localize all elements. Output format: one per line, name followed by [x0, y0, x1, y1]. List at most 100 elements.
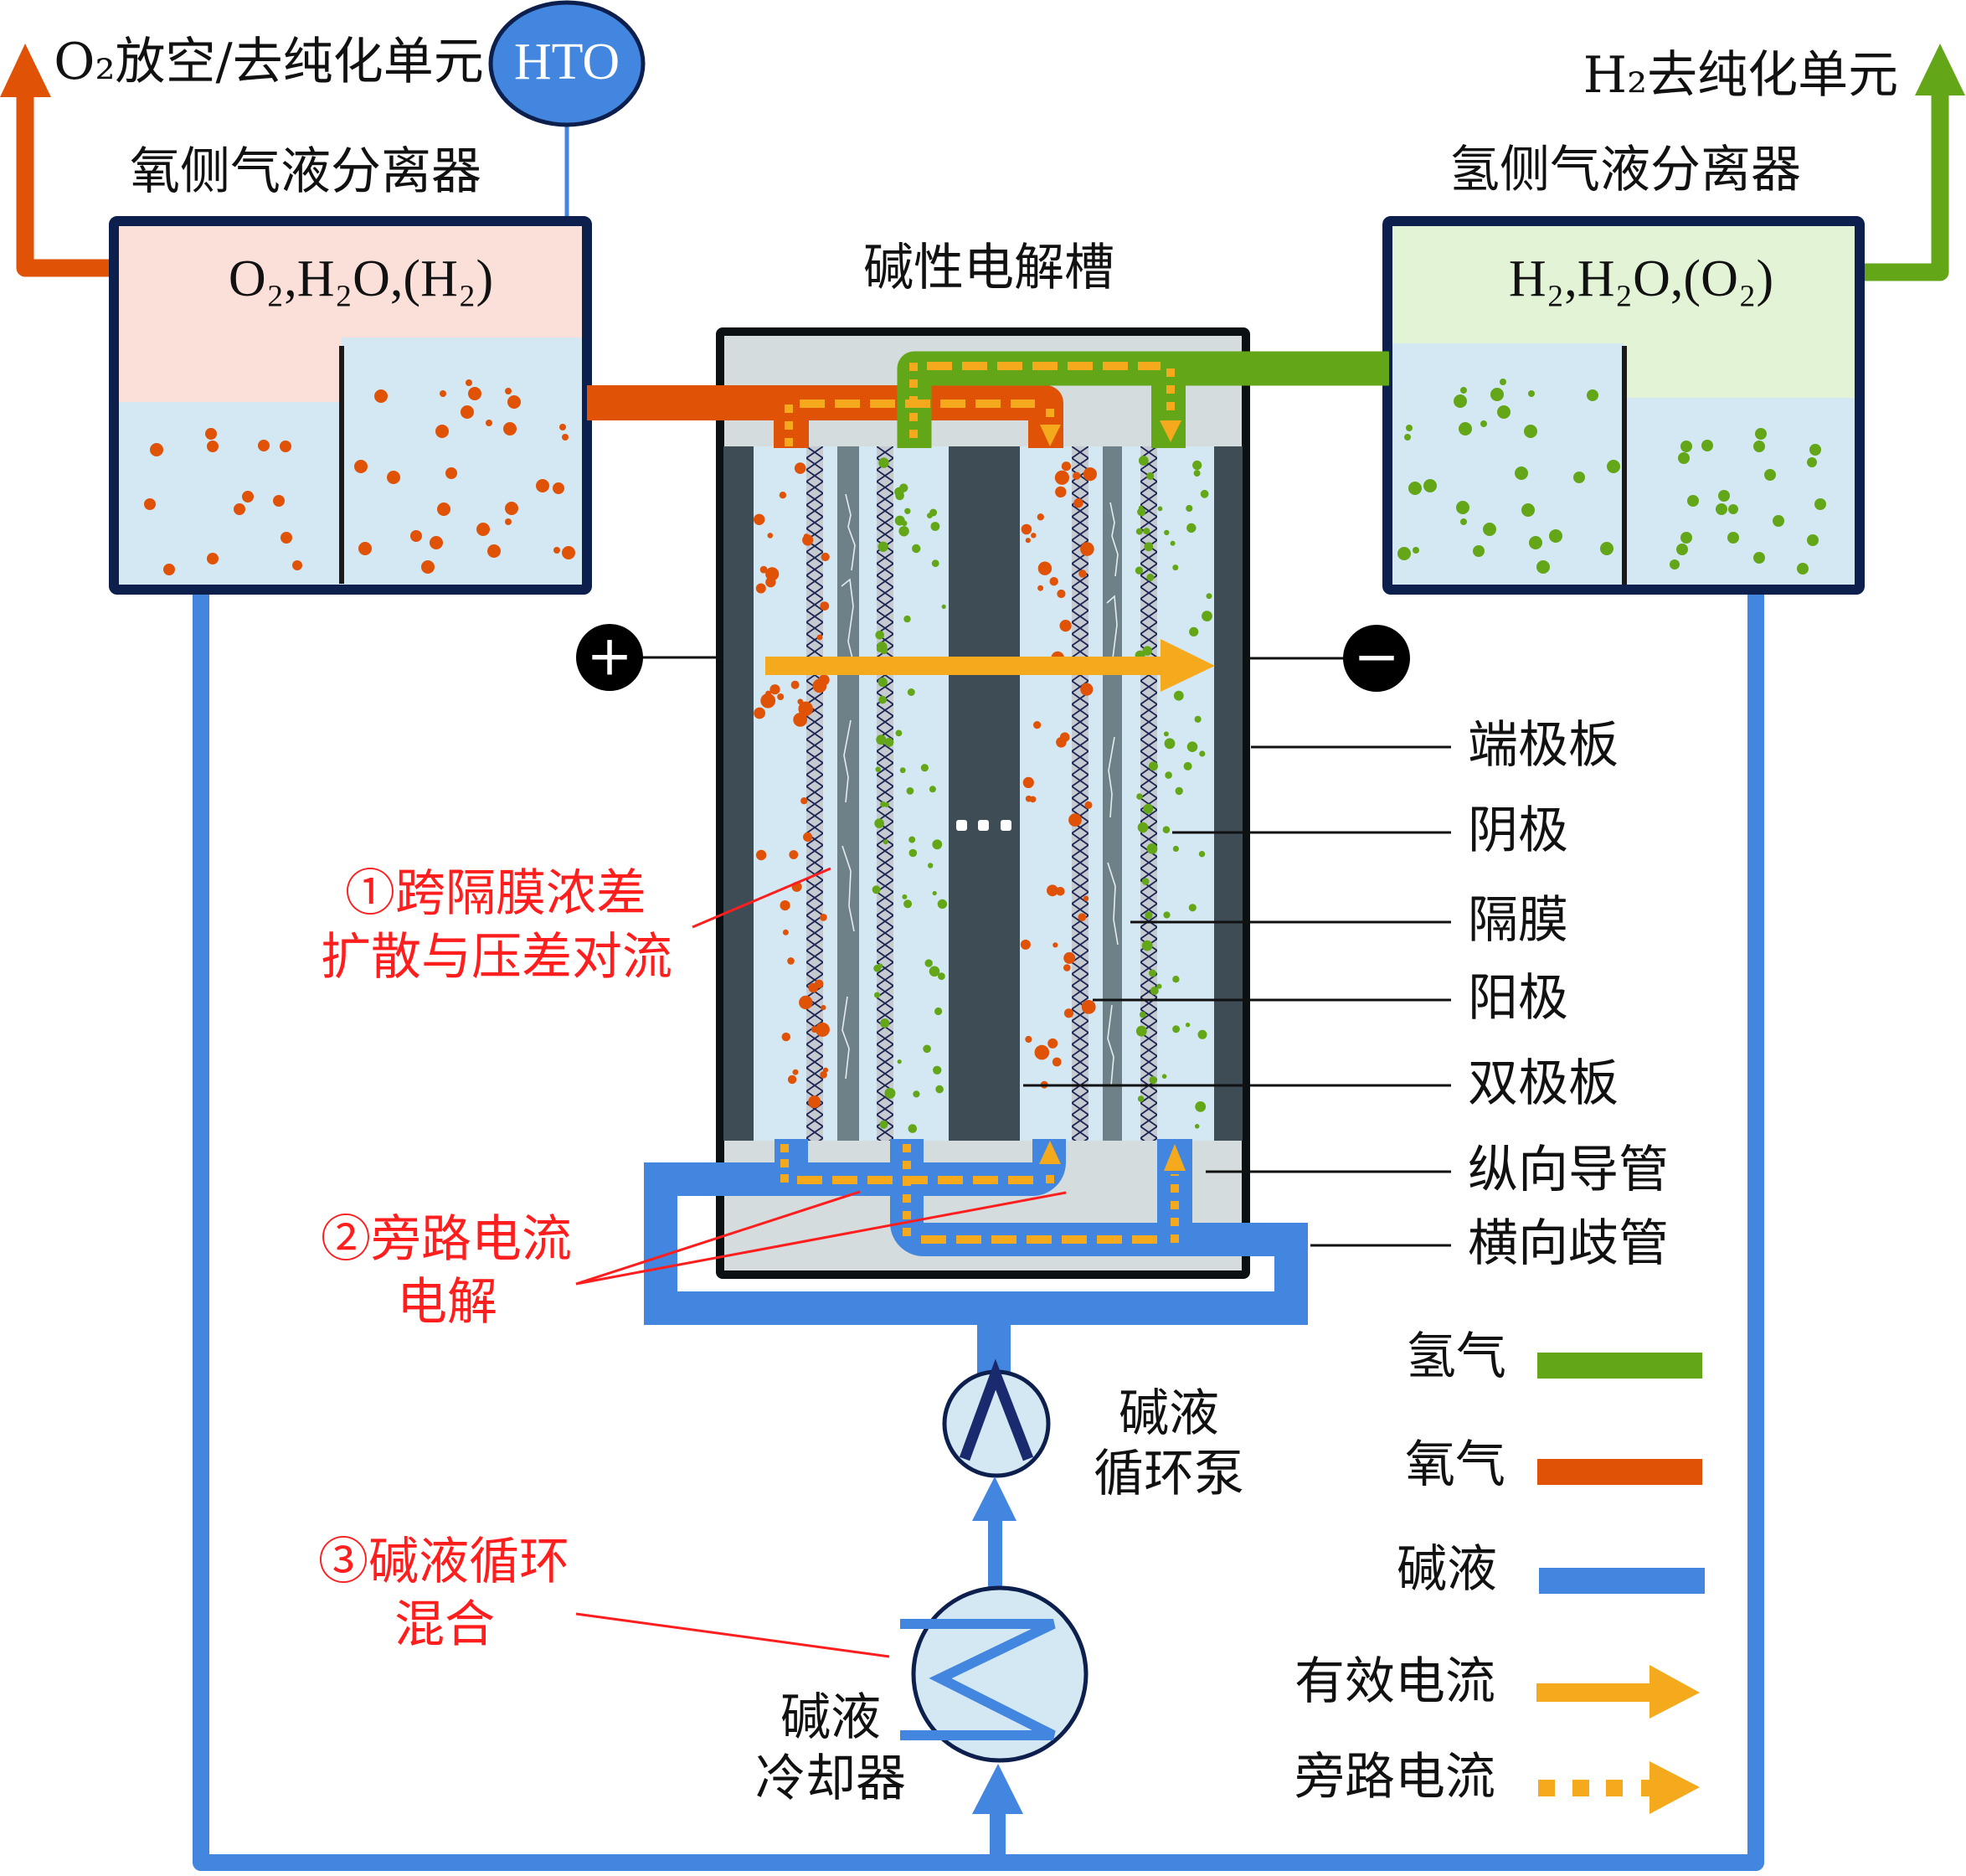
diaphragm-fiber: [1108, 736, 1115, 818]
hydrogen-bubble: [878, 457, 889, 468]
oxygen-bubble: [234, 503, 245, 515]
hydrogen-bubble: [912, 544, 921, 554]
hydrogen-bubble: [1480, 420, 1487, 427]
arrow-up-icon: [972, 1764, 1023, 1814]
oxygen-bubble: [760, 693, 776, 709]
arrow-up-icon: [1164, 1144, 1186, 1171]
legend-arrow-shaft: [1536, 1683, 1651, 1702]
hydrogen-bubble: [1198, 851, 1206, 858]
hydrogen-bubble: [1146, 472, 1155, 480]
hydrogen-bubble: [1676, 544, 1688, 555]
oxygen-bubble: [1073, 472, 1081, 480]
oxygen-bubble: [280, 532, 292, 544]
end-plate-right: [1214, 446, 1243, 1141]
hydrogen-bubble: [1162, 826, 1171, 833]
more-cells-dot: [978, 820, 989, 831]
hydrogen-bubble: [1687, 495, 1699, 507]
hydrogen-separator-gas-phase: H₂,H₂O,(O₂): [1509, 250, 1773, 307]
hydrogen-bubble: [879, 1120, 888, 1129]
oxygen-bubble: [440, 390, 446, 397]
oxygen-bubble: [144, 498, 156, 510]
hydrogen-bubble: [1193, 470, 1201, 477]
oxygen-bubble: [815, 979, 824, 989]
negative-terminal-icon: [1343, 625, 1410, 692]
oxygen-bubble: [1063, 964, 1071, 972]
hydrogen-bubble: [1138, 456, 1149, 466]
legend-label: 碱液: [1397, 1540, 1497, 1599]
diaphragm-fiber: [843, 719, 852, 803]
oxygen-bubble: [797, 698, 804, 705]
hydrogen-bubble: [1404, 434, 1411, 441]
annotation-pointer: [692, 867, 831, 929]
hydrogen-bubble: [1397, 547, 1411, 560]
annotation-3-line-2: 混合: [394, 1595, 495, 1654]
hydrogen-bubble: [1197, 1029, 1207, 1039]
hydrogen-bubble: [874, 992, 880, 998]
hydrogen-bubble: [1490, 388, 1504, 401]
oxygen-bubble: [1031, 533, 1037, 539]
legend-item-effective-current: 有效电流: [1294, 1652, 1700, 1719]
oxygen-bubble: [505, 518, 512, 525]
hydrogen-bubble: [1773, 515, 1784, 527]
hydrogen-bubble: [1156, 983, 1162, 989]
annotation-pointer: [575, 1612, 890, 1658]
hydrogen-bubble: [1163, 731, 1169, 737]
oxygen-bubble: [1068, 813, 1082, 827]
hydrogen-bubble: [1413, 547, 1419, 554]
hydrogen-outlet-pipe: [1858, 92, 1949, 281]
arrow-up-icon: [972, 1477, 1016, 1521]
hydrogen-bubble: [1143, 528, 1150, 535]
hydrogen-bubble: [877, 541, 888, 552]
oxygen-bubble: [553, 482, 564, 494]
hydrogen-bubble: [1807, 457, 1817, 467]
oxygen-bubble: [1047, 1038, 1058, 1049]
oxygen-bubble: [445, 467, 457, 479]
hydrogen-bubble: [1408, 482, 1422, 495]
oxygen-bubble: [1080, 542, 1094, 556]
hydrogen-bubble: [1678, 452, 1690, 464]
oxygen-bubble: [820, 1071, 827, 1079]
hydrogen-bubble: [1406, 425, 1413, 431]
hydrogen-bubble: [1165, 771, 1172, 779]
cathode-mesh: [1140, 446, 1157, 1141]
oxygen-bubble: [258, 440, 270, 451]
hydrogen-bubble: [884, 737, 894, 747]
hydrogen-bubble: [883, 839, 888, 845]
oxygen-bubble: [505, 388, 512, 394]
hydrogen-bubble: [1146, 573, 1155, 581]
bypass-current-top: [785, 362, 1181, 446]
hydrogen-bubble: [1809, 444, 1821, 456]
more-cells-dot: [956, 820, 967, 831]
hydrogen-bubble: [906, 787, 914, 795]
oxygen-bubble: [505, 502, 518, 515]
hydrogen-bubble: [1807, 534, 1819, 546]
flow-arrow-cooler-to-pump: [972, 1477, 1016, 1590]
hydrogen-bubble: [872, 885, 881, 894]
hydrogen-outlet-line: [1858, 44, 1965, 281]
oxygen-bubble: [242, 491, 254, 502]
oxygen-bubble: [486, 420, 492, 426]
hydrogen-bubble: [1149, 1075, 1157, 1085]
oxygen-bubble: [767, 533, 774, 539]
oxygen-bubble: [536, 479, 549, 492]
oxygen-bubble: [769, 684, 780, 695]
hydrogen-bubble: [1753, 552, 1765, 564]
hydrogen-bubble: [1500, 379, 1506, 385]
hydrogen-bubble: [1135, 566, 1144, 575]
oxygen-bubble: [820, 601, 830, 611]
hydrogen-bubble: [908, 848, 918, 858]
hydrogen-bubble: [1192, 460, 1202, 471]
annotation-3-line-1: ③碱液循环: [318, 1533, 569, 1591]
oxygen-bubble: [780, 900, 790, 911]
hto-analyzer: HTO: [488, 0, 646, 219]
hydrogen-bubble: [1549, 529, 1562, 543]
flow-arrow-return-to-cooler: [972, 1764, 1023, 1856]
oxygen-bubble: [1021, 523, 1032, 535]
hydrogen-bubble: [1536, 560, 1550, 574]
oxygen-bubble: [1034, 1044, 1050, 1060]
hydrogen-bubble: [908, 836, 916, 843]
oxygen-bubble: [755, 849, 767, 861]
hydrogen-bubble: [1521, 503, 1535, 517]
hydrogen-bubble: [1753, 441, 1765, 452]
positive-sign: +: [586, 624, 632, 688]
